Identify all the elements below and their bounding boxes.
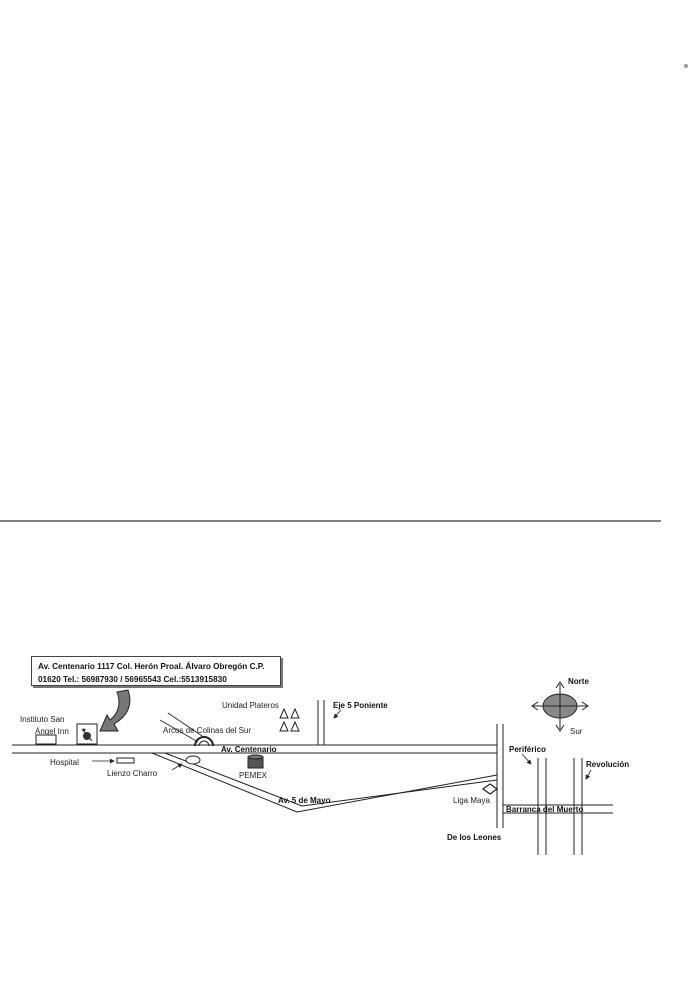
street-av-5-de-mayo: Av. 5 de Mayo xyxy=(278,796,331,805)
hospital-marker-icon xyxy=(116,757,135,764)
compass-south-label: Sur xyxy=(570,727,583,736)
scan-speck xyxy=(684,64,688,68)
unidad-plateros-marker-icon xyxy=(279,707,300,732)
address-line1: Av. Centenario 1117 Col. Herón Proal. Ál… xyxy=(38,662,265,671)
instituto-marker-icon xyxy=(35,734,57,745)
curved-arrow-icon xyxy=(99,689,131,732)
address-box: Av. Centenario 1117 Col. Herón Proal. Ál… xyxy=(31,656,281,686)
road-av-5-de-mayo xyxy=(151,752,498,813)
compass-rose-icon xyxy=(531,681,589,732)
instituto-label-line1: Instituto San xyxy=(20,715,64,724)
lienzo-charro-marker-icon xyxy=(185,755,201,765)
road-revolucion xyxy=(573,758,583,855)
road-barranca-del-muerto xyxy=(503,804,613,814)
pemex-label: PEMEX xyxy=(239,771,268,780)
street-revolucion: Revolución xyxy=(586,760,629,769)
road-eje-5-poniente xyxy=(317,700,325,745)
revolucion-arrow xyxy=(585,769,592,780)
arch-marker-icon xyxy=(194,736,214,747)
lienzo-charro-arrow xyxy=(171,763,183,771)
street-de-los-leones: De los Leones xyxy=(447,833,502,842)
lienzo-charro-label: Lienzo Charro xyxy=(107,769,158,778)
pemex-marker-icon xyxy=(247,754,264,769)
road-de-los-leones xyxy=(496,724,504,828)
instituto-label-line2: Ángel Inn xyxy=(35,727,69,736)
street-eje-5-poniente: Eje 5 Poniente xyxy=(333,701,388,710)
periferico-arrow xyxy=(521,753,532,765)
arcos-label: Arcos de Colinas del Sur xyxy=(163,726,251,735)
compass-north-label: Norte xyxy=(568,677,589,686)
liga-maya-label: Liga Maya xyxy=(453,796,490,805)
street-av-centenario: Av. Centenario xyxy=(221,745,277,754)
arcos-guide-lines xyxy=(159,712,206,743)
building-marker-icon xyxy=(76,723,98,745)
unidad-plateros-label: Unidad Plateros xyxy=(222,701,279,710)
eje-5-arrow xyxy=(333,709,342,719)
street-periferico: Periférico xyxy=(509,745,546,754)
hospital-label: Hospital xyxy=(50,758,79,767)
liga-maya-marker-icon xyxy=(481,783,499,795)
address-line2: 01620 Tel.: 56987930 / 56965543 Cel.:551… xyxy=(38,675,227,684)
street-barranca-del-muerto: Barranca del Muerto xyxy=(506,805,583,814)
road-av-centenario xyxy=(12,744,497,754)
road-periferico xyxy=(537,758,547,855)
